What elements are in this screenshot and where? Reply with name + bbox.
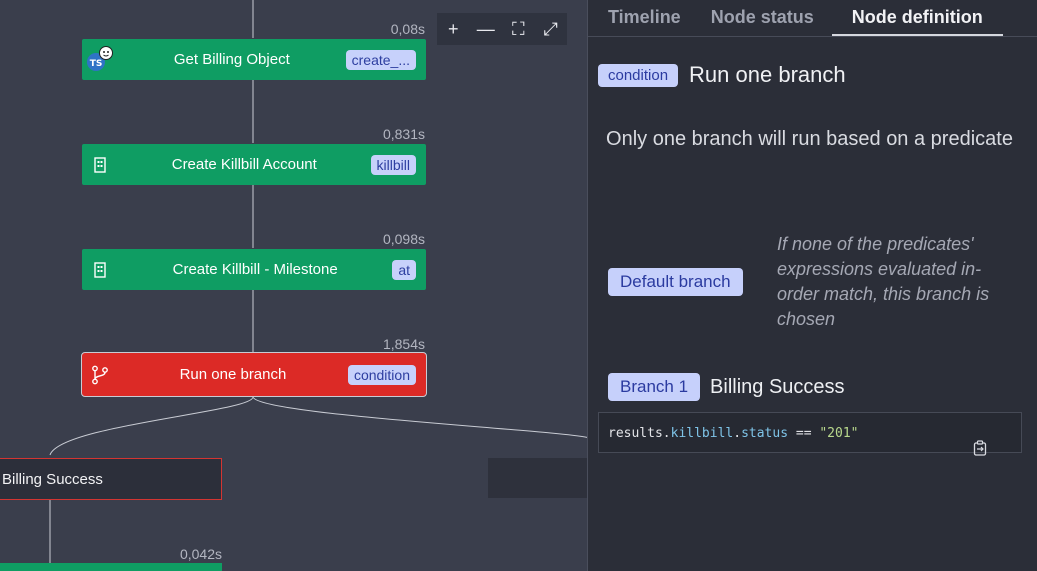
- copy-icon[interactable]: [973, 440, 987, 456]
- node-description: Only one branch will run based on a pred…: [606, 128, 1013, 150]
- tab-node-definition[interactable]: Node definition: [831, 0, 1003, 36]
- code-field: killbill: [670, 426, 734, 441]
- workflow-canvas[interactable]: + — ⛶ ⤢ 0,08s TS Get Billing Object crea…: [0, 0, 587, 571]
- code-object: results: [608, 426, 663, 441]
- node-duration: 0,098s: [382, 231, 425, 247]
- node-run-one-branch[interactable]: Run one branch condition: [81, 352, 427, 397]
- node-label: Create Killbill Account: [171, 156, 317, 173]
- edges: [49, 0, 587, 563]
- code-operator: ==: [788, 426, 820, 441]
- zoom-in-button[interactable]: +: [447, 18, 459, 39]
- branch-icon: [82, 365, 118, 385]
- building-icon: [82, 156, 118, 173]
- branch-node-label: Billing Success: [2, 470, 103, 488]
- node-badge: killbill: [370, 154, 416, 175]
- canvas-toolbar: + — ⛶ ⤢: [437, 13, 567, 45]
- branch-1-name: Billing Success: [710, 375, 845, 398]
- code-dot: .: [662, 426, 671, 441]
- node-badge: at: [392, 259, 416, 280]
- panel-tabs: Timeline Node status Node definition: [588, 0, 1037, 37]
- branch-node-default[interactable]: [488, 458, 587, 498]
- code-field: status: [741, 426, 789, 441]
- node-create-killbill-account[interactable]: Create Killbill Account killbill: [82, 144, 426, 185]
- building-icon: [82, 261, 118, 278]
- default-branch-note: If none of the predicates' expressions e…: [777, 234, 990, 329]
- node-badge: create_...: [345, 49, 416, 70]
- node-duration: 0,08s: [390, 21, 425, 37]
- branch-1-badge: Branch 1: [608, 373, 701, 401]
- fit-view-button[interactable]: ⛶: [511, 18, 525, 39]
- fullscreen-button[interactable]: ⤢: [543, 18, 558, 39]
- page-title: Run one branch: [689, 62, 846, 87]
- node-label: Run one branch: [179, 366, 287, 383]
- svg-text:TS: TS: [90, 59, 103, 69]
- tab-node-status[interactable]: Node status: [710, 7, 814, 27]
- tab-timeline[interactable]: Timeline: [608, 7, 681, 27]
- node-next[interactable]: [0, 563, 222, 571]
- code-dot: .: [733, 426, 742, 441]
- node-label: Get Billing Object: [173, 51, 290, 68]
- node-get-billing-object[interactable]: TS Get Billing Object create_...: [82, 39, 426, 80]
- node-duration: 1,854s: [382, 336, 425, 352]
- default-branch-badge: Default branch: [608, 268, 743, 296]
- details-panel: Timeline Node status Node definition con…: [587, 0, 1037, 571]
- branch-1-row: Branch 1 Billing Success: [608, 373, 845, 401]
- branch-node-billing-success[interactable]: Billing Success: [0, 458, 222, 500]
- node-create-killbill-milestone[interactable]: Create Killbill - Milestone at: [82, 249, 426, 290]
- type-badge: condition: [598, 63, 679, 87]
- predicate-code[interactable]: results.killbill.status == "201": [598, 412, 1022, 453]
- code-value: "201": [819, 426, 859, 441]
- node-badge: condition: [347, 364, 416, 385]
- typescript-icon: TS: [82, 45, 118, 75]
- definition-heading: condition Run one branch: [598, 62, 846, 88]
- node-duration: 0,831s: [382, 126, 425, 142]
- zoom-out-button[interactable]: —: [476, 18, 495, 39]
- node-label: Create Killbill - Milestone: [172, 261, 338, 278]
- node-duration: 0,042s: [179, 546, 222, 562]
